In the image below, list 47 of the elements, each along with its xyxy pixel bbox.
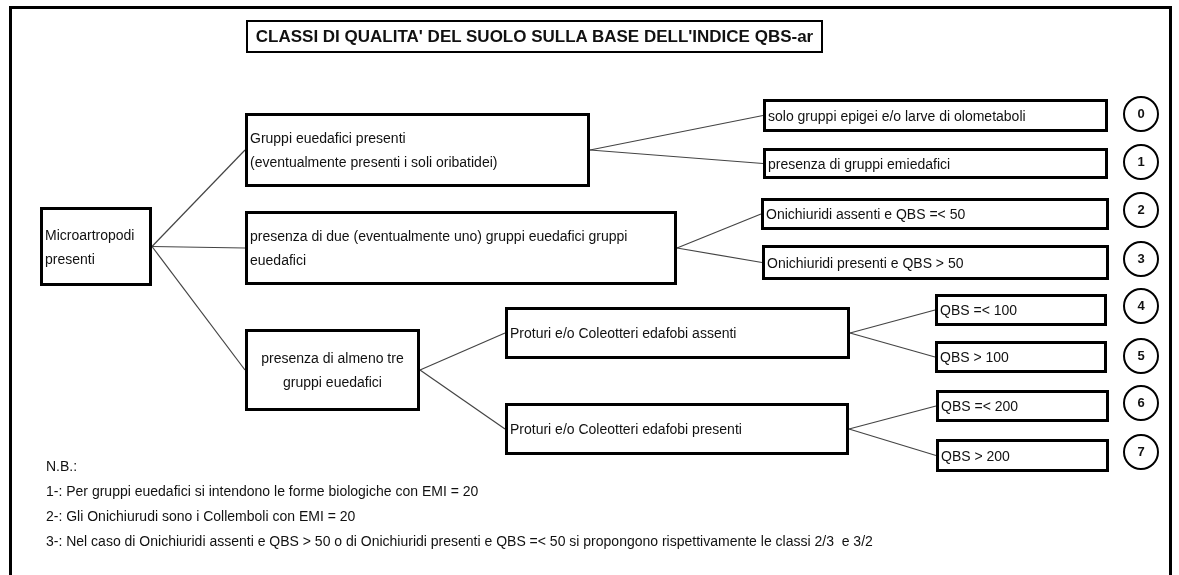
note-text: 1-: Per gruppi euedafici si intendono le forme biologiche con EMI = 20 [46, 482, 480, 501]
box-text: solo gruppi epigei e/o larve di olometaboli [768, 106, 1026, 126]
connector-line [151, 245, 246, 249]
process-box [505, 403, 849, 455]
process-box [936, 439, 1109, 472]
process-box [762, 245, 1109, 280]
note-text: 3-: Nel caso di Onichiuridi assenti e QBS > 50 o di Onichiuridi presenti e QBS =< 50 si propongono rispettivamente le classi 2/3 e 3/2 [46, 532, 873, 551]
box-text: QBS > 100 [940, 348, 1009, 367]
box-text: Onichiuridi presenti e QBS > 50 [767, 253, 964, 273]
box-text: Gruppi euedafici presenti [250, 129, 406, 148]
box-text: QBS =< 100 [940, 301, 1018, 320]
connector-line [419, 369, 506, 430]
connector-line [151, 149, 246, 248]
connector-line [848, 428, 937, 457]
connector-line [849, 309, 936, 334]
process-box [245, 211, 677, 285]
connector-line [151, 245, 246, 371]
box-text: presenza di gruppi emiedafici [768, 154, 951, 174]
box-text: Microartropodi presenti [45, 225, 136, 269]
process-box [505, 307, 850, 359]
box-text: Onichiuridi assenti e QBS =< 50 [766, 205, 966, 224]
connector-line [589, 149, 764, 165]
connector-line [676, 247, 763, 264]
connector-line [848, 405, 937, 430]
connector-line [419, 332, 506, 371]
box-text: presenza di almeno tre gruppi euedafici [260, 349, 405, 392]
title-box: CLASSI DI QUALITA' DEL SUOLO SULLA BASE DELL'INDICE QBS-ar [246, 20, 823, 53]
process-box [935, 341, 1107, 373]
process-box [40, 207, 152, 286]
box-text: Proturi e/o Coleotteri edafobi presenti [510, 420, 742, 439]
connector-line [849, 332, 936, 358]
process-box [936, 390, 1109, 422]
process-box [761, 198, 1109, 230]
process-box [245, 329, 420, 411]
box-text: Proturi e/o Coleotteri edafobi assenti [510, 324, 737, 343]
box-text: QBS > 200 [941, 446, 1010, 466]
connector-line [589, 114, 764, 151]
box-text: presenza di due (eventualmente uno) gruppi euedafici gruppi euedafici [250, 227, 629, 270]
box-text: QBS =< 200 [941, 397, 1019, 416]
process-box [763, 99, 1108, 132]
process-box [763, 148, 1108, 179]
process-box [245, 113, 590, 187]
note-text: 2-: Gli Onichiurudi sono i Collemboli con EMI = 20 [46, 507, 357, 526]
process-box [935, 294, 1107, 326]
note-text: N.B.: [46, 457, 79, 476]
connector-line [676, 213, 762, 249]
box-text: (eventualmente presenti i soli oribatidei) [250, 153, 498, 172]
